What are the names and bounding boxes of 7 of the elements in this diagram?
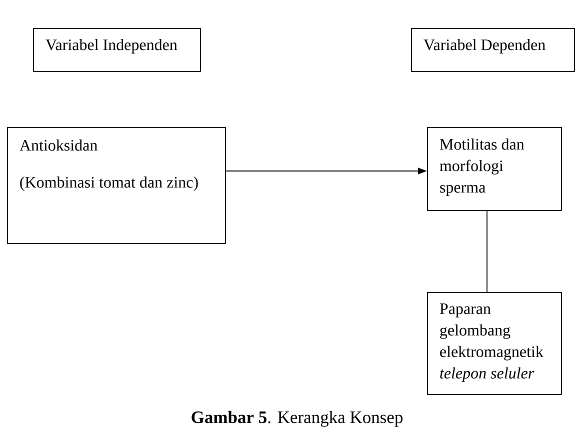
- text-box: Variabel Dependen: [411, 28, 575, 72]
- caption: Gambar 5. Kerangka Konsep: [192, 410, 402, 427]
- text-box: Motilitas dan morfologi sperma: [427, 127, 562, 211]
- line: [486, 210, 488, 292]
- text-box: Variabel Independen: [33, 28, 201, 72]
- text-box: Antioksidan (Kombinasi tomat dan zinc): [7, 127, 226, 244]
- text-box: Paparan gelombang elektromagnetik telepon seluler: [427, 292, 562, 395]
